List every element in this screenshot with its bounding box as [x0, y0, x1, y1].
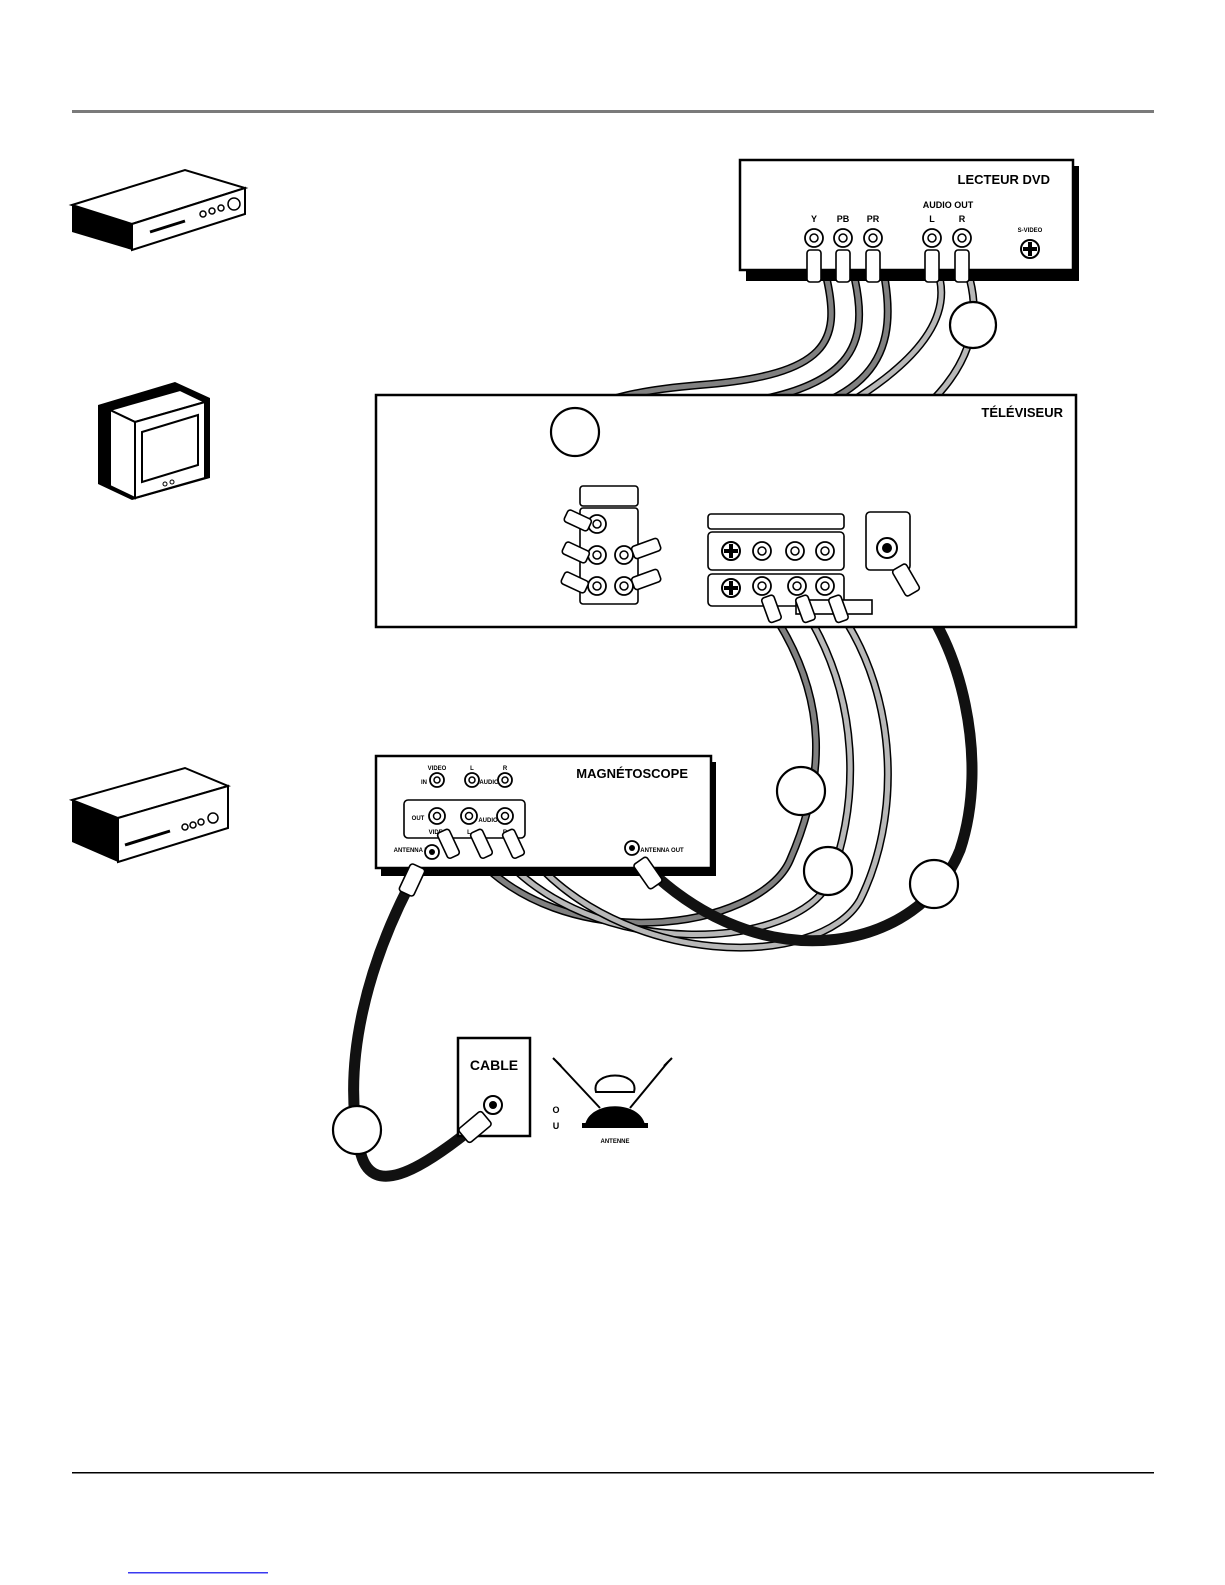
- vcr-label-antenna-out: ANTENNA OUT: [640, 848, 684, 854]
- dvd-label-svideo: S-VIDEO: [1018, 228, 1043, 234]
- or-label-o: O: [552, 1105, 559, 1115]
- dvd-label-pr: PR: [867, 214, 880, 224]
- tv-title: TÉLÉVISEUR: [981, 405, 1063, 420]
- tv-panel: TÉLÉVISEUR: [376, 395, 1076, 627]
- vcr-panel: MAGNÉTOSCOPE VIDEO IN L AUDIO R OUT VIDE…: [376, 756, 716, 897]
- dvd-label-pb: PB: [837, 214, 850, 224]
- callout-coax-cable: [333, 1106, 381, 1154]
- antenna-icon: ANTENNE: [553, 1058, 672, 1145]
- cable-wall-plate: CABLE: [458, 1038, 530, 1144]
- vcr-label-audio-top: AUDIO: [479, 780, 499, 786]
- vcr-label-r-top: R: [503, 766, 508, 772]
- dvd-player-panel: LECTEUR DVD Y PB PR AUDIO OUT L R S-VIDE…: [740, 160, 1079, 282]
- vcr-label-video-top: VIDEO: [428, 766, 447, 772]
- footer-rule: [72, 1472, 1154, 1474]
- vcr-icon: [72, 768, 228, 862]
- callout-vcr-audio: [804, 847, 852, 895]
- vcr-label-l-top: L: [470, 766, 474, 772]
- or-label-u: U: [553, 1121, 560, 1131]
- antenna-label: ANTENNE: [600, 1139, 629, 1145]
- dvd-label-l: L: [929, 214, 935, 224]
- dvd-title: LECTEUR DVD: [958, 172, 1050, 187]
- callout-vcr-video: [777, 767, 825, 815]
- dvd-label-r: R: [959, 214, 966, 224]
- vcr-label-in: IN: [421, 780, 427, 786]
- dvd-label-audio-out: AUDIO OUT: [923, 200, 974, 210]
- vcr-label-out: OUT: [412, 816, 425, 822]
- cable-title: CABLE: [470, 1057, 518, 1073]
- page-link-underline: [128, 1572, 268, 1574]
- vcr-label-audio-bottom: AUDIO: [478, 818, 498, 824]
- dvd-player-icon: [72, 170, 245, 250]
- header-rule: [72, 110, 1154, 113]
- callout-dvd-audio: [950, 302, 996, 348]
- callout-component-video: [551, 408, 599, 456]
- vcr-title: MAGNÉTOSCOPE: [576, 766, 688, 781]
- callout-coax-tv: [910, 860, 958, 908]
- dvd-label-y: Y: [811, 214, 817, 224]
- television-icon: [98, 382, 210, 500]
